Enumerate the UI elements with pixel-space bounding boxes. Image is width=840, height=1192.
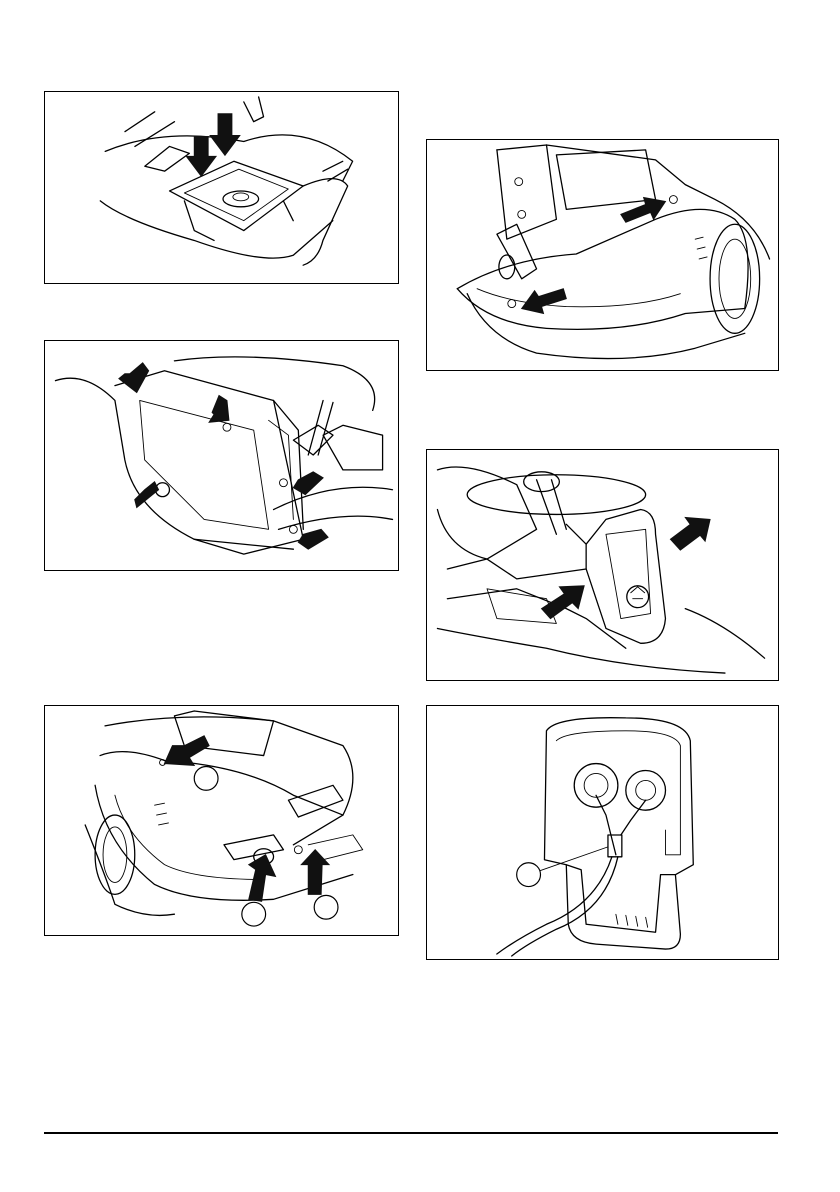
- seat-removal-illustration: [45, 92, 398, 283]
- callout-circle-icon: [194, 766, 218, 790]
- arrow-icon: [186, 137, 216, 177]
- arrow-icon: [670, 517, 710, 550]
- arrow-icon: [209, 396, 229, 423]
- arrow-icon: [301, 850, 329, 895]
- footer-rule: [44, 1132, 778, 1134]
- arrow-icon: [164, 736, 209, 766]
- connector-icon: [608, 835, 622, 857]
- arrow-icon: [522, 289, 567, 314]
- headlight-connector-illustration: [427, 706, 778, 959]
- husqvarna-logo-icon: [627, 586, 649, 608]
- figure-rear-panel: [44, 340, 399, 571]
- rear-panel-illustration: [45, 341, 398, 570]
- arrow-icon: [293, 472, 323, 495]
- callout-circle-icon: [242, 902, 266, 926]
- steering-cover-illustration: [427, 450, 778, 680]
- fender-screws-illustration: [45, 706, 398, 935]
- figure-fender-screws: [44, 705, 399, 936]
- arrow-icon: [119, 363, 149, 393]
- figure-headlight-connector: [426, 705, 779, 960]
- figure-seat-plate-screws: [426, 139, 779, 371]
- figure-seat-removal: [44, 91, 399, 284]
- arrow-icon: [210, 114, 240, 156]
- arrow-icon: [298, 529, 328, 549]
- seat-plate-screws-illustration: [427, 140, 778, 370]
- callout-circle-icon: [517, 863, 541, 887]
- callout-circle-icon: [314, 895, 338, 919]
- figure-steering-cover: [426, 449, 779, 681]
